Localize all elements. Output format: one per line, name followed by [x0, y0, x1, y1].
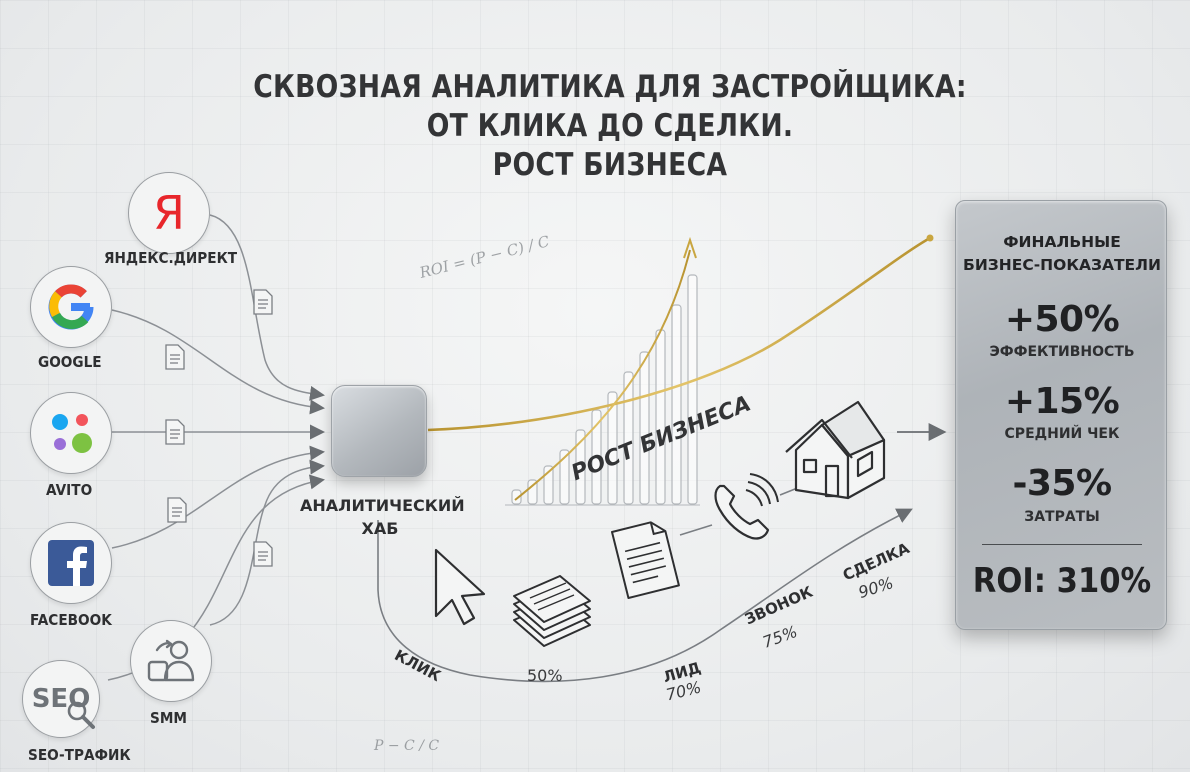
paper-stack-icon [513, 575, 591, 647]
source-label-seo: SEO-ТРАФИК [28, 746, 131, 764]
hub-label-line-1: АНАЛИТИЧЕСКИЙ [300, 496, 465, 515]
growth-bar [543, 465, 554, 505]
people-icon [147, 639, 195, 682]
house-icon [785, 400, 886, 500]
hub-label: АНАЛИТИЧЕСКИЙ ХАБ [300, 494, 465, 540]
facebook-icon [48, 540, 94, 586]
gold-arrow-head [683, 236, 697, 259]
title-line-3: РОСТ БИЗНЕСА [492, 147, 728, 183]
link-docs-call [679, 524, 713, 536]
metric-value-efficiency: +50% [1004, 299, 1120, 340]
source-label-smm: SMM [150, 709, 187, 727]
growth-bar [591, 409, 602, 505]
source-label-avito: AVITO [46, 481, 93, 499]
google-icon [48, 284, 94, 330]
magnifier-icon [67, 701, 95, 729]
connector-google [111, 309, 325, 415]
document-icons [165, 289, 273, 567]
doc-icon-1 [253, 289, 273, 315]
source-connectors [107, 214, 325, 681]
phone-icon [714, 473, 779, 540]
panel-title: ФИНАЛЬНЫЕ БИЗНЕС-ПОКАЗАТЕЛИ [956, 231, 1168, 277]
source-yandex[interactable]: Я [128, 172, 210, 254]
gold-curve-rising [514, 249, 691, 501]
doc-icon-4 [167, 497, 187, 523]
yandex-icon: Я [153, 186, 185, 240]
gold-curve-end [926, 234, 934, 242]
growth-bar [527, 479, 538, 505]
source-smm[interactable] [130, 620, 212, 702]
source-label-facebook: FACEBOOK [30, 611, 112, 629]
growth-bars [511, 274, 698, 505]
growth-bar [671, 304, 682, 505]
roi-value: ROI: 310% [972, 561, 1152, 601]
connector-facebook [111, 445, 325, 549]
growth-bar [575, 429, 586, 505]
metric-label-average-check: СРЕДНИЙ ЧЕК [1004, 426, 1120, 442]
funnel-path [377, 508, 913, 683]
title-line-2: ОТ КЛИКА ДО СДЕЛКИ. [426, 108, 794, 144]
metric-label-efficiency: ЭФФЕКТИВНОСТЬ [989, 344, 1135, 360]
source-google[interactable] [30, 266, 112, 348]
title-line-1: СКВОЗНАЯ АНАЛИТИКА ДЛЯ ЗАСТРОЙЩИКА: [253, 69, 967, 105]
growth-bar [607, 391, 618, 505]
growth-bar [639, 351, 650, 505]
hub-label-line-2: ХАБ [361, 519, 399, 538]
lead-document-icon [611, 521, 680, 599]
growth-bar [623, 371, 634, 505]
doc-icon-3 [165, 419, 185, 445]
seo-icon: SEO [31, 684, 91, 714]
source-label-yandex: ЯНДЕКС.ДИРЕКТ [104, 249, 238, 267]
metric-value-costs: -35% [1012, 463, 1112, 504]
panel-title-line-1: ФИНАЛЬНЫЕ [1003, 233, 1121, 251]
growth-bar [687, 274, 698, 505]
panel-title-line-2: БИЗНЕС-ПОКАЗАТЕЛИ [963, 256, 1161, 274]
roi-formula-bottom: P − C / C [374, 738, 440, 754]
doc-icon-5 [253, 541, 273, 567]
final-metrics-panel: ФИНАЛЬНЫЕ БИЗНЕС-ПОКАЗАТЕЛИ +50% ЭФФЕКТИ… [955, 200, 1167, 630]
growth-bar [511, 489, 522, 505]
source-label-google: GOOGLE [38, 353, 102, 371]
stage-pct-leads: 50% [527, 666, 563, 685]
metric-label-costs: ЗАТРАТЫ [1024, 509, 1100, 525]
source-facebook[interactable] [30, 522, 112, 604]
doc-icon-2 [165, 344, 185, 370]
gold-curve-main [427, 236, 931, 432]
cursor-icon [434, 548, 486, 626]
source-avito[interactable] [30, 392, 112, 474]
analytics-hub[interactable] [331, 385, 427, 477]
page-title: СКВОЗНАЯ АНАЛИТИКА ДЛЯ ЗАСТРОЙЩИКА: ОТ К… [223, 68, 997, 185]
connector-smm [209, 459, 325, 626]
panel-divider [982, 544, 1142, 545]
avito-icon [52, 414, 92, 453]
growth-bar [559, 449, 570, 505]
growth-bar [655, 329, 666, 505]
source-seo[interactable]: SEO [22, 660, 100, 738]
metric-value-average-check: +15% [1004, 381, 1120, 422]
connector-yandex [209, 214, 325, 401]
